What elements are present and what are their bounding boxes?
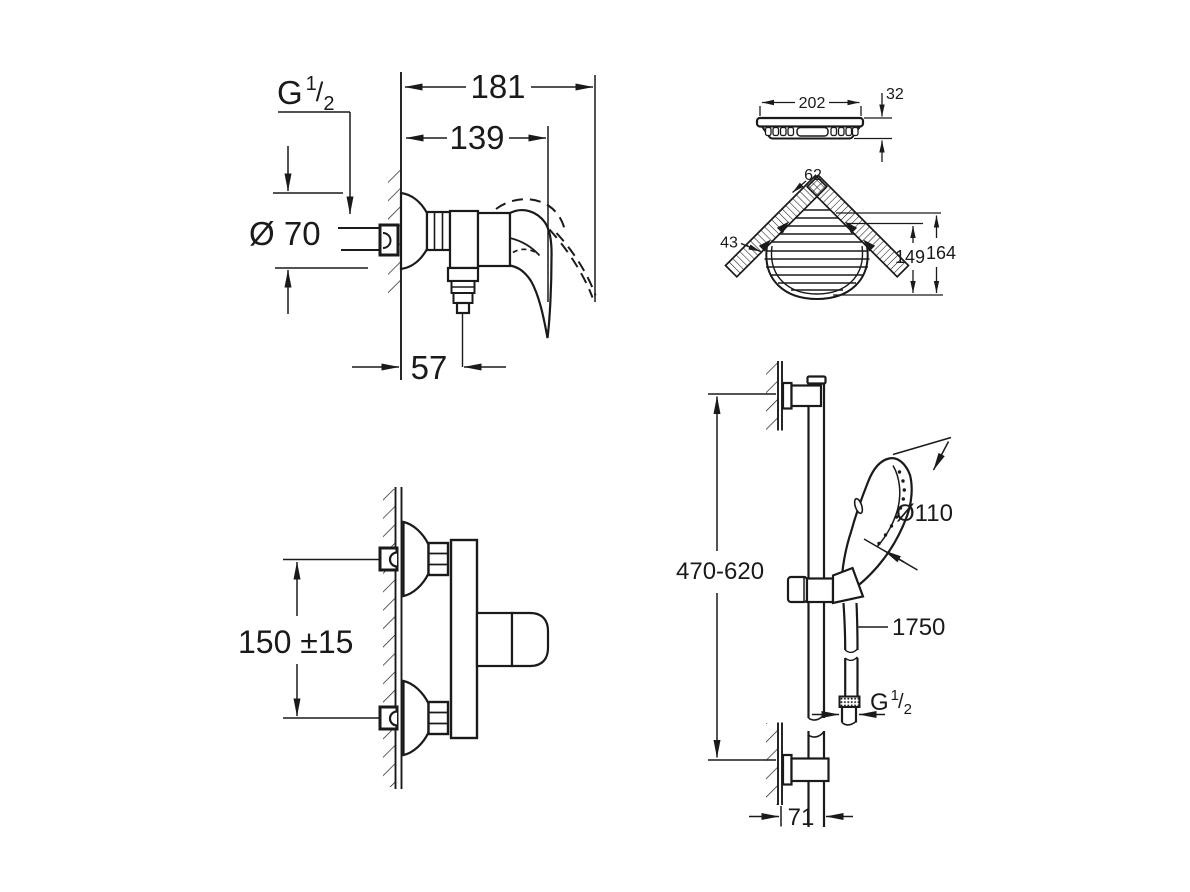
soap-basket-corner-view: 62 43 149 164 xyxy=(720,167,956,301)
shower-hose xyxy=(838,602,861,726)
dim-rail-length: 470-620 xyxy=(676,393,776,761)
mixer-body xyxy=(449,538,479,740)
corner-wall-right xyxy=(805,174,910,279)
lever-neck xyxy=(475,611,514,668)
dim-body-depth: 139 xyxy=(405,119,549,302)
basket-wires xyxy=(764,209,870,291)
dim-label-wall-to-bar: 71 xyxy=(788,804,815,831)
dim-label-basket-width: 202 xyxy=(799,95,826,112)
bottom-union xyxy=(378,679,450,757)
soap-basket-side-view: 202 32 xyxy=(755,86,904,162)
dim-label-head-diameter: Ø110 xyxy=(896,500,953,527)
wall-bracket-top xyxy=(781,381,823,410)
slider-holder xyxy=(786,575,835,604)
wall-hatch-top xyxy=(766,362,778,430)
wall-hatch-bottom xyxy=(766,723,778,805)
dim-basket-width: 202 xyxy=(759,95,862,116)
mixer-front-view: 150 ±15 xyxy=(238,487,550,789)
shower-rail-bar xyxy=(806,375,827,827)
dim-head-diameter: Ø110 xyxy=(863,436,953,571)
dim-label-depth-outer: 164 xyxy=(926,243,956,263)
dim-label-basket-height: 32 xyxy=(886,86,904,103)
hose-nut xyxy=(838,695,861,708)
dim-label-body-depth: 139 xyxy=(449,119,504,156)
dim-label-depth-inner: 149 xyxy=(895,247,925,267)
dim-label-rosette-diameter: Ø 70 xyxy=(249,215,321,252)
thread-g: G xyxy=(277,74,303,111)
dim-spout-offset: 57 xyxy=(352,349,506,386)
basket-rim-inner xyxy=(770,245,864,295)
dim-label-wall-offset: 43 xyxy=(720,235,738,252)
dim-basket-height: 32 xyxy=(854,86,904,162)
basket-slots xyxy=(764,126,859,137)
thread-slash: / xyxy=(316,77,324,107)
bar-top-cap xyxy=(806,375,827,385)
mixer-body-rear xyxy=(448,209,480,270)
dim-label-rail-length: 470-620 xyxy=(676,558,764,585)
thread-numerator: 1 xyxy=(891,687,899,704)
shower-rail-view: 470-620 Ø110 1750 G1/2 71 xyxy=(676,361,953,831)
dim-hose-length: 1750 xyxy=(858,614,945,641)
hand-shower xyxy=(839,457,913,591)
basket-rim-outer xyxy=(765,245,869,301)
lever-handle xyxy=(508,209,553,339)
dim-label-total-depth: 181 xyxy=(470,68,525,105)
spray-face-line xyxy=(876,465,901,548)
wall-hatch xyxy=(383,489,396,787)
dim-rosette-diameter: Ø 70 xyxy=(249,146,368,314)
dim-label-spout-offset: 57 xyxy=(411,349,448,386)
dim-label-connection-spacing: 150 ±15 xyxy=(238,624,353,660)
thread-denominator: 2 xyxy=(904,701,912,718)
spray-mode-button xyxy=(853,497,864,515)
top-union xyxy=(378,520,450,598)
dim-connection-spacing: 150 ±15 xyxy=(238,558,380,719)
dim-depth-inner: 149 xyxy=(847,222,925,293)
wall-bracket-bottom xyxy=(781,753,830,786)
dim-depth-outer: 164 xyxy=(833,212,956,296)
dim-corner-offset: 62 xyxy=(792,167,822,193)
thread-denominator: 2 xyxy=(323,93,334,115)
supply-pipe xyxy=(338,223,400,257)
dim-total-depth: 181 xyxy=(404,68,596,302)
dim-wall-to-bar: 71 xyxy=(749,804,853,831)
dim-label-hose-length: 1750 xyxy=(892,614,945,641)
mixer-body-front xyxy=(476,211,512,268)
union-nut xyxy=(425,210,452,252)
lever-cap xyxy=(510,611,550,668)
holder-cup xyxy=(831,566,865,605)
thread-slash: / xyxy=(898,691,904,713)
outlet-spout xyxy=(446,266,480,367)
escutcheon xyxy=(399,191,429,271)
dim-label-corner-offset: 62 xyxy=(804,167,822,184)
lever-crease xyxy=(509,237,541,257)
dim-wall-offset: 43 xyxy=(720,235,761,253)
basket-rim xyxy=(755,116,865,128)
mounting-arrows xyxy=(758,221,876,252)
thread-numerator: 1 xyxy=(306,73,317,95)
spray-nozzles xyxy=(877,470,906,546)
lever-handle-dashed xyxy=(495,198,597,298)
thread-g: G xyxy=(870,689,889,716)
